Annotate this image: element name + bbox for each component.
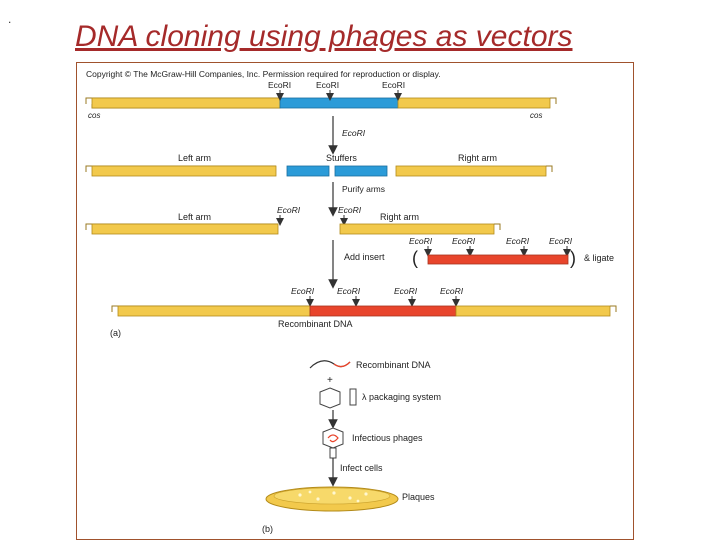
insert-segment	[309, 305, 457, 317]
cos-label-left: cos	[88, 111, 100, 120]
plaque-dot	[356, 499, 360, 503]
step-label-add-insert: Add insert	[344, 252, 385, 262]
slide-title: DNA cloning using phages as vectors	[75, 20, 573, 53]
ecori-label: EcoRI	[316, 80, 339, 90]
copyright-text: Copyright © The McGraw-Hill Companies, I…	[86, 69, 441, 79]
cos-label-right: cos	[530, 111, 542, 120]
stuffer-segment	[279, 97, 399, 109]
ecori-label: EcoRI	[291, 286, 315, 296]
right-arm-label: Right arm	[380, 212, 419, 222]
left-arm-segment	[91, 97, 281, 109]
ecori-label: EcoRI	[440, 286, 464, 296]
stuffer-fragment	[286, 165, 330, 177]
plus-sign: +	[327, 375, 333, 386]
stuffer-fragment	[334, 165, 388, 177]
right-arm-segment	[455, 305, 611, 317]
plaque-dot	[298, 493, 302, 497]
left-arm-segment	[117, 305, 311, 317]
ecori-label: EcoRI	[549, 236, 573, 246]
ecori-label: EcoRI	[409, 236, 433, 246]
phage-head-icon	[319, 387, 341, 409]
recombinant-dna-label: Recombinant DNA	[356, 360, 431, 370]
plaque-dot	[348, 496, 352, 500]
right-arm-segment	[397, 97, 551, 109]
plaque-dot	[332, 491, 336, 495]
plaque-dot	[364, 492, 368, 496]
stuffers-label: Stuffers	[326, 153, 357, 163]
step-label-purify: Purify arms	[342, 184, 385, 194]
row-lambda-vector: cos cos EcoRI EcoRI EcoRI	[85, 80, 557, 120]
ligate-label: & ligate	[584, 253, 614, 263]
recombinant-dna-icon	[309, 360, 351, 369]
right-arm-segment	[395, 165, 547, 177]
packaging-label: λ packaging system	[362, 392, 441, 402]
left-arm-segment	[91, 165, 277, 177]
recombinant-label: Recombinant DNA	[278, 319, 353, 329]
ecori-label: EcoRI	[382, 80, 405, 90]
left-arm-label: Left arm	[178, 212, 211, 222]
row-recombinant: EcoRI EcoRI EcoRI EcoRI Recombinant DNA …	[110, 286, 617, 338]
insert-dna: EcoRI EcoRI EcoRI EcoRI ( ) & ligate	[409, 236, 614, 268]
panel-b: Recombinant DNA + λ packaging system Inf…	[262, 360, 441, 534]
ecori-label: EcoRI	[452, 236, 476, 246]
ecori-label: EcoRI	[338, 205, 362, 215]
panel-b-label: (b)	[262, 524, 273, 534]
bracket-left: (	[412, 248, 418, 268]
phage-tail-icon	[349, 388, 357, 406]
cos-end-right	[550, 97, 557, 104]
ecori-label: EcoRI	[268, 80, 291, 90]
ecori-label: EcoRI	[277, 205, 301, 215]
right-arm-label: Right arm	[458, 153, 497, 163]
ecori-label: EcoRI	[506, 236, 530, 246]
insert-segment	[427, 254, 569, 265]
left-arm-segment	[91, 223, 279, 235]
panel-a-label: (a)	[110, 328, 121, 338]
left-arm-label: Left arm	[178, 153, 211, 163]
step-label-ecori: EcoRI	[342, 128, 366, 138]
ecori-label: EcoRI	[337, 286, 361, 296]
row-purified-arms: Left arm Right arm EcoRI EcoRI	[85, 205, 501, 235]
infectious-phages-label: Infectious phages	[352, 433, 423, 443]
plaque-dot	[308, 490, 312, 494]
ecori-label: EcoRI	[394, 286, 418, 296]
right-arm-segment	[339, 223, 495, 235]
slide-dot: .	[8, 12, 12, 26]
plaques-label: Plaques	[402, 492, 435, 502]
bracket-right: )	[570, 248, 576, 268]
row-cut-fragments: Left arm Stuffers Right arm	[85, 153, 553, 177]
infectious-phage-icon	[322, 427, 344, 449]
plaque-dot	[316, 497, 320, 501]
infect-cells-label: Infect cells	[340, 463, 383, 473]
